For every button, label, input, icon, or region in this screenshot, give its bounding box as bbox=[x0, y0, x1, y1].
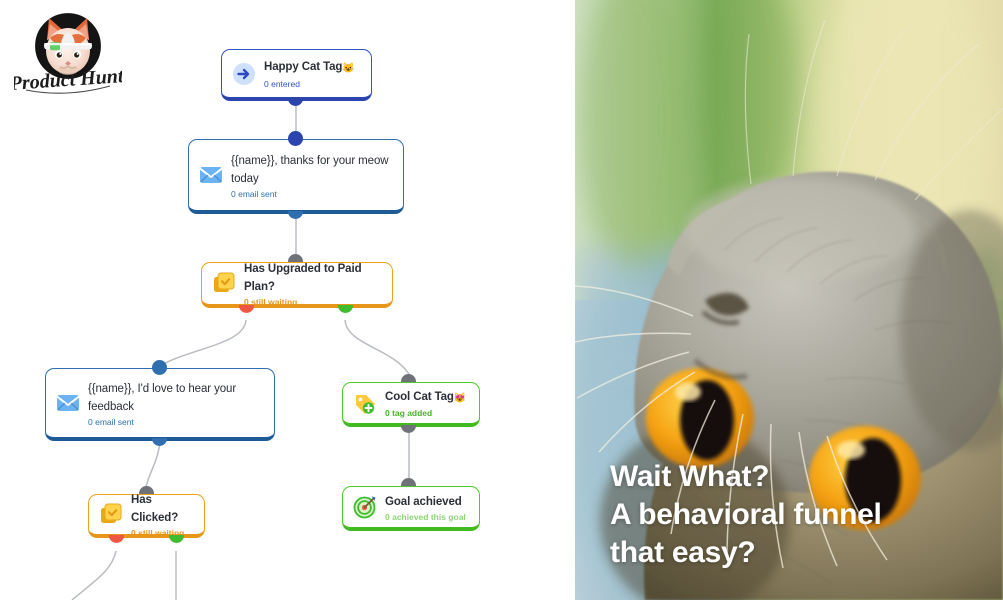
flow-node-subtitle: 0 still waiting bbox=[244, 297, 298, 307]
flow-node-happy-cat-tag[interactable]: Happy Cat Tag😺 0 entered bbox=[221, 49, 372, 101]
flow-node-title: {{name}}, thanks for your meow today bbox=[231, 154, 389, 185]
promo-line-2: A behavioral funnel bbox=[610, 498, 882, 531]
promo-photo-panel: Wait What? A behavioral funnel that easy… bbox=[575, 0, 1003, 600]
automation-flow-canvas[interactable]: Product Hunt bbox=[0, 0, 575, 600]
flow-node-title: Happy Cat Tag😺 bbox=[264, 61, 355, 74]
flow-node-has-clicked[interactable]: Has Clicked? 0 still waiting bbox=[88, 494, 205, 538]
flow-node-title: Cool Cat Tag😻 bbox=[385, 391, 466, 404]
connector-branch-no-has-upgraded[interactable] bbox=[239, 305, 254, 313]
flow-node-feedback-email[interactable]: {{name}}, I'd love to hear your feedback… bbox=[45, 368, 275, 441]
promo-caption: Wait What? A behavioral funnel that easy… bbox=[610, 458, 985, 572]
flow-node-text: Goal achieved 0 achieved this goal bbox=[385, 492, 469, 523]
promo-line-3: that easy? bbox=[610, 536, 756, 569]
emoji-happy-cat: 😺 bbox=[342, 63, 355, 75]
flow-node-thanks-email[interactable]: {{name}}, thanks for your meow today 0 e… bbox=[188, 139, 404, 214]
flow-node-title: {{name}}, I'd love to hear your feedback bbox=[88, 382, 237, 413]
promo-line-1: Wait What? bbox=[610, 460, 770, 493]
flow-node-text: {{name}}, I'd love to hear your feedback… bbox=[88, 379, 264, 428]
arrow-right-circle-icon bbox=[231, 61, 257, 87]
flow-node-text: Happy Cat Tag😺 0 entered bbox=[264, 57, 361, 90]
cat-right-eye bbox=[809, 426, 921, 530]
connector-in-cool-cat-tag[interactable] bbox=[401, 374, 416, 382]
connector-in-feedback-email[interactable] bbox=[152, 360, 167, 375]
checkbox-stack-icon bbox=[98, 502, 124, 528]
connector-branch-no-has-clicked[interactable] bbox=[109, 535, 124, 543]
cat-left-eye bbox=[646, 368, 754, 468]
cat-photo bbox=[575, 0, 1003, 600]
flow-edges bbox=[71, 101, 410, 600]
flow-node-subtitle: 0 achieved this goal bbox=[385, 511, 466, 522]
flow-node-subtitle: 0 still waiting bbox=[131, 528, 185, 538]
connector-out-trigger[interactable] bbox=[288, 98, 303, 106]
envelope-icon bbox=[198, 162, 224, 188]
flow-node-title: Has Upgraded to Paid Plan? bbox=[244, 263, 362, 293]
connector-out-thanks-email[interactable] bbox=[288, 211, 303, 219]
connector-out-cool-cat-tag[interactable] bbox=[401, 425, 416, 433]
flow-node-text: Has Upgraded to Paid Plan? 0 still waiti… bbox=[244, 259, 382, 308]
checkbox-stack-icon bbox=[211, 271, 237, 297]
tag-plus-icon bbox=[352, 390, 378, 416]
flow-node-text: Cool Cat Tag😻 0 tag added bbox=[385, 387, 469, 420]
flow-node-title: Goal achieved bbox=[385, 495, 462, 508]
connector-in-goal-achieved[interactable] bbox=[401, 478, 416, 486]
flow-node-text: Has Clicked? 0 still waiting bbox=[131, 490, 194, 539]
flow-node-goal-achieved[interactable]: Goal achieved 0 achieved this goal bbox=[342, 486, 480, 531]
flow-node-cool-cat-tag[interactable]: Cool Cat Tag😻 0 tag added bbox=[342, 382, 480, 427]
emoji-heart-eyes-cat: 😻 bbox=[453, 392, 467, 404]
envelope-icon bbox=[55, 390, 81, 416]
connector-in-has-upgraded[interactable] bbox=[288, 254, 303, 262]
flow-node-title: Has Clicked? bbox=[131, 494, 179, 524]
flow-node-subtitle: 0 email sent bbox=[231, 188, 277, 199]
cat-nose bbox=[693, 293, 749, 380]
target-icon bbox=[352, 494, 378, 520]
connector-branch-yes-has-clicked[interactable] bbox=[169, 535, 184, 543]
connector-branch-yes-has-upgraded[interactable] bbox=[338, 305, 353, 313]
flow-node-subtitle: 0 email sent bbox=[88, 416, 134, 427]
flow-node-subtitle: 0 tag added bbox=[385, 408, 433, 419]
connector-in-has-clicked[interactable] bbox=[139, 486, 154, 494]
flow-node-subtitle: 0 entered bbox=[264, 78, 300, 89]
connector-out-feedback-email[interactable] bbox=[152, 438, 167, 446]
product-hunt-logo: Product Hunt bbox=[8, 6, 126, 98]
connector-in-thanks-email[interactable] bbox=[288, 131, 303, 146]
flow-node-text: {{name}}, thanks for your meow today 0 e… bbox=[231, 151, 393, 200]
flow-node-has-upgraded[interactable]: Has Upgraded to Paid Plan? 0 still waiti… bbox=[201, 262, 393, 308]
